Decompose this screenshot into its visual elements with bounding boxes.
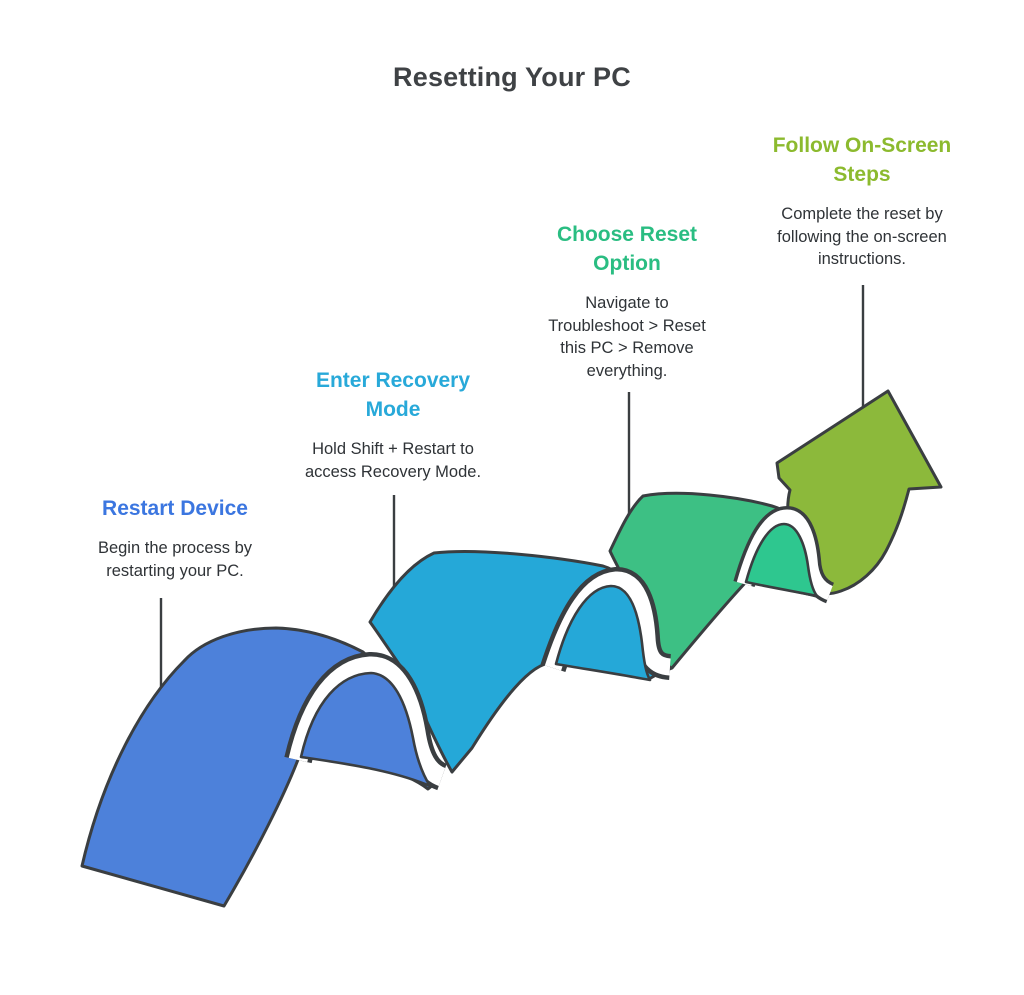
fold-arch-step2 [554,584,652,682]
fold-gap-step1-white [288,656,446,786]
fold-gap-step3-white [736,509,834,600]
step-description: Complete the reset by following the on-s… [777,205,947,268]
step-item-enter-recovery-mode: Enter Recovery Mode Hold Shift + Restart… [253,366,533,483]
step-item-choose-reset-option: Choose Reset Option Navigate to Troubles… [487,220,767,382]
page-title: Resetting Your PC [393,62,631,92]
step-title: Follow On-Screen Steps [772,134,952,186]
step-title: Choose Reset Option [556,223,698,275]
step-description: Hold Shift + Restart to access Recovery … [304,440,482,481]
step-title: Enter Recovery Mode [315,369,471,421]
step-description: Begin the process by restarting your PC. [97,539,253,580]
fold-arch-step3 [744,522,819,598]
step-description: Navigate to Troubleshoot > Reset this PC… [548,294,706,380]
step-item-restart-device: Restart Device Begin the process by rest… [35,494,315,582]
step-item-follow-onscreen-steps: Follow On-Screen Steps Complete the rese… [722,131,1002,271]
fold-arch-step1 [299,671,432,788]
step-title: Restart Device [102,497,248,520]
